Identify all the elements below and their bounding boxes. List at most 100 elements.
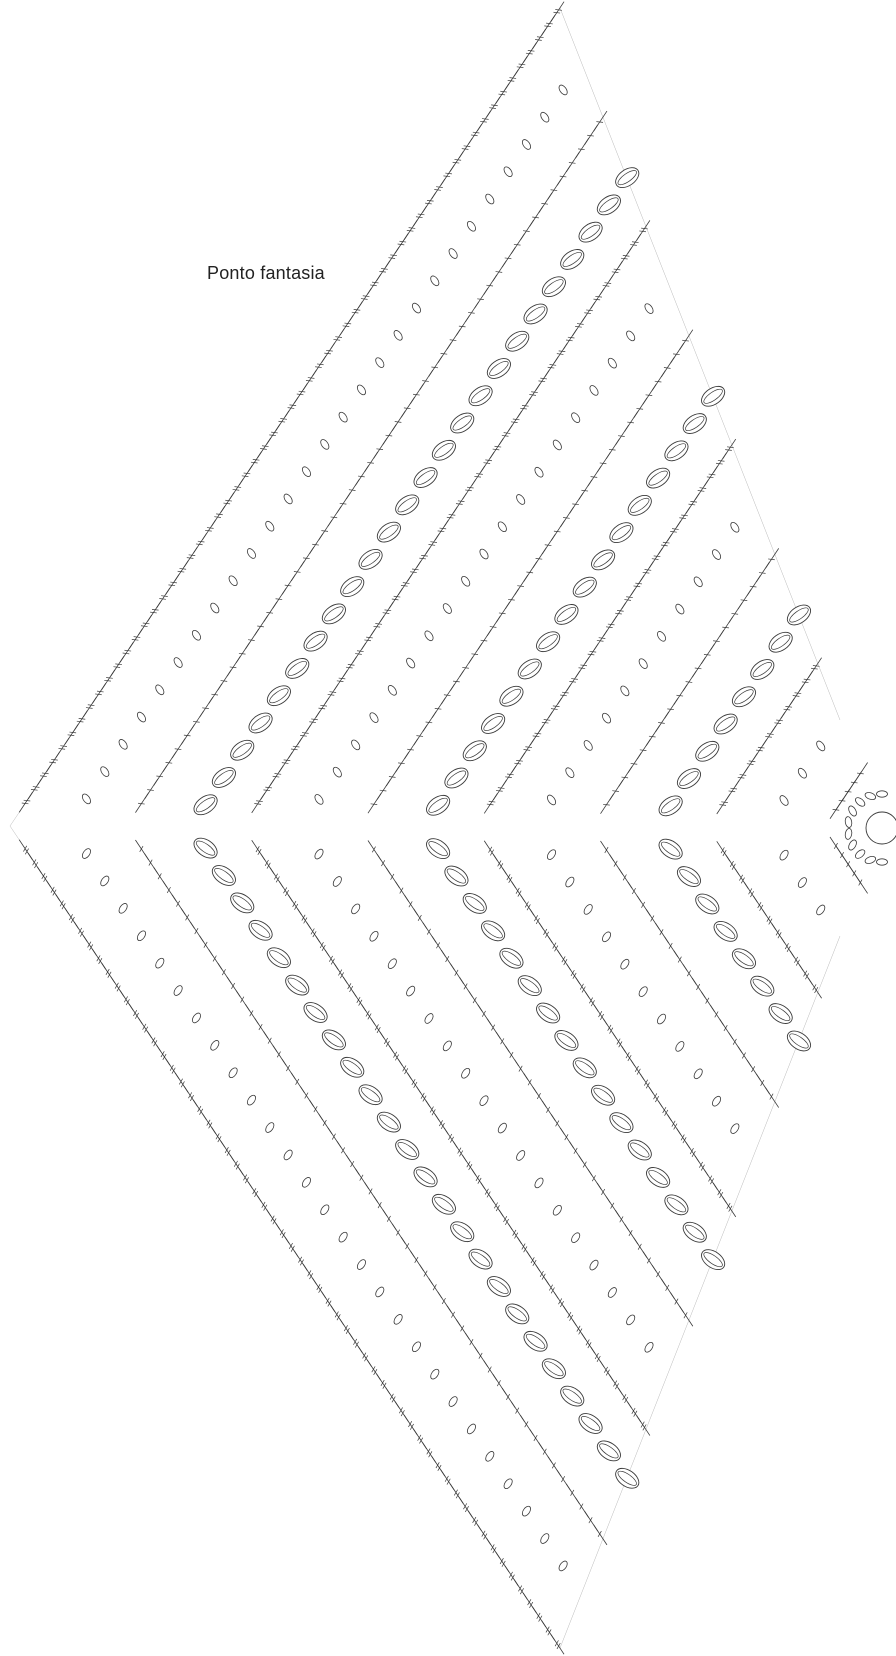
- chain-stitch-icon: [502, 165, 514, 178]
- puff-stitch-icon: [784, 601, 814, 629]
- stitch-tick: [673, 354, 680, 355]
- stitch-tick: [254, 804, 261, 805]
- chain-stitch-icon: [847, 839, 858, 852]
- chain-stitch-icon: [521, 138, 533, 151]
- chain-stitch-icon: [625, 1314, 637, 1327]
- stitch-tick: [444, 695, 451, 696]
- chain-stitch-icon: [552, 1204, 564, 1217]
- stitch-tick: [774, 723, 781, 724]
- puff-stitch-icon: [570, 1054, 600, 1082]
- chain-stitch-icon: [209, 602, 221, 615]
- stitch-tick: [373, 626, 380, 627]
- stitch-tick: [661, 545, 668, 546]
- stitch-tick: [718, 460, 725, 461]
- chain-stitch-icon: [442, 1040, 454, 1053]
- stitch-tick: [707, 477, 714, 478]
- stitch-tick: [676, 695, 683, 696]
- stitch-mark: [854, 874, 867, 894]
- chain-stitch-icon: [607, 357, 619, 370]
- chain-stitch-icon: [319, 438, 331, 451]
- puff-stitch-icon: [655, 792, 685, 820]
- chain-stitch-icon: [570, 1231, 582, 1244]
- chain-stitch-icon: [656, 1013, 668, 1026]
- chain-stitch-icon: [570, 411, 582, 424]
- stitch-tick: [355, 654, 362, 655]
- chain-stitch-icon: [313, 848, 325, 861]
- stitch-tick: [331, 517, 338, 518]
- puff-stitch-icon: [410, 1163, 440, 1191]
- stitch-tick: [449, 514, 456, 515]
- stitch-mark: [830, 799, 843, 819]
- stitch-tick: [670, 531, 677, 532]
- stitch-tick: [367, 462, 374, 463]
- chain-stitch-icon: [227, 574, 239, 587]
- stitch-tick: [505, 258, 512, 259]
- stitch-tick: [285, 585, 292, 586]
- puff-stitch-icon: [551, 1026, 581, 1054]
- chain-stitch-icon: [447, 247, 459, 260]
- chain-stitch-icon: [99, 875, 111, 888]
- chain-stitch-icon: [674, 603, 686, 616]
- chain-stitch-icon: [546, 794, 558, 807]
- chain-rows: [81, 84, 888, 1573]
- puff-stitch-icon: [674, 765, 704, 793]
- chain-stitch-icon: [711, 548, 723, 561]
- stitch-tick: [722, 627, 729, 628]
- stitch-tick: [804, 679, 811, 680]
- puff-stitch-icon: [557, 1382, 587, 1410]
- stitch-tick: [571, 679, 578, 680]
- chain-stitch-icon: [172, 656, 184, 669]
- stitch-tick: [690, 501, 697, 502]
- stitch-tick: [614, 269, 621, 270]
- chain-stitch-icon: [643, 1341, 655, 1354]
- stitch-tick: [248, 640, 255, 641]
- chain-stitch-icon: [154, 683, 166, 696]
- puff-stitch-icon: [355, 545, 385, 573]
- stitch-tick: [580, 665, 587, 666]
- stitch-tick: [562, 692, 569, 693]
- stitch-tick: [597, 640, 604, 641]
- stitch-tick: [767, 734, 774, 735]
- chain-stitch-icon: [374, 356, 386, 369]
- stitch-tick: [426, 722, 433, 723]
- chain-stitch-icon: [478, 1094, 490, 1107]
- stitch-tick: [586, 310, 593, 311]
- stitch-tick: [536, 558, 543, 559]
- stitch-tick: [294, 571, 301, 572]
- stitch-tick: [487, 804, 494, 805]
- stitch-tick: [595, 296, 602, 297]
- stitch-mark: [723, 1197, 736, 1217]
- stitch-tick: [395, 422, 402, 423]
- stitch-tick: [321, 531, 328, 532]
- chain-stitch-icon: [282, 493, 294, 506]
- stitch-tick: [462, 667, 469, 668]
- stitch-tick: [496, 272, 503, 273]
- puff-stitch-icon: [680, 410, 710, 438]
- puff-stitch-icon: [588, 1081, 618, 1109]
- stitch-tick: [606, 627, 613, 628]
- stitch-tick: [704, 654, 711, 655]
- chain-stitch-icon: [209, 1039, 221, 1052]
- stitch-mark: [717, 794, 730, 814]
- stitch-tick: [731, 613, 738, 614]
- stitch-tick: [147, 790, 154, 791]
- chain-stitch-icon: [246, 1094, 258, 1107]
- puff-stitch-icon: [264, 944, 294, 972]
- puff-stitch-icon: [227, 736, 257, 764]
- chain-stitch-icon: [387, 684, 399, 697]
- stitch-tick: [749, 761, 756, 762]
- chain-stitch-icon: [356, 384, 368, 397]
- puff-stitch-icon: [502, 327, 532, 355]
- puff-stitch-icon: [465, 1245, 495, 1273]
- stitch-tick: [309, 722, 316, 723]
- chain-stitch-icon: [815, 740, 827, 753]
- chain-stitch-icon: [81, 847, 93, 860]
- stitch-tick: [795, 693, 802, 694]
- stitch-tick: [811, 668, 818, 669]
- stitch-tick: [608, 624, 615, 625]
- chain-stitch-icon: [478, 548, 490, 561]
- stitch-tick: [392, 599, 399, 600]
- stitch-tick: [371, 804, 378, 805]
- stitch-tick: [747, 764, 754, 765]
- stitch-tick: [339, 678, 346, 679]
